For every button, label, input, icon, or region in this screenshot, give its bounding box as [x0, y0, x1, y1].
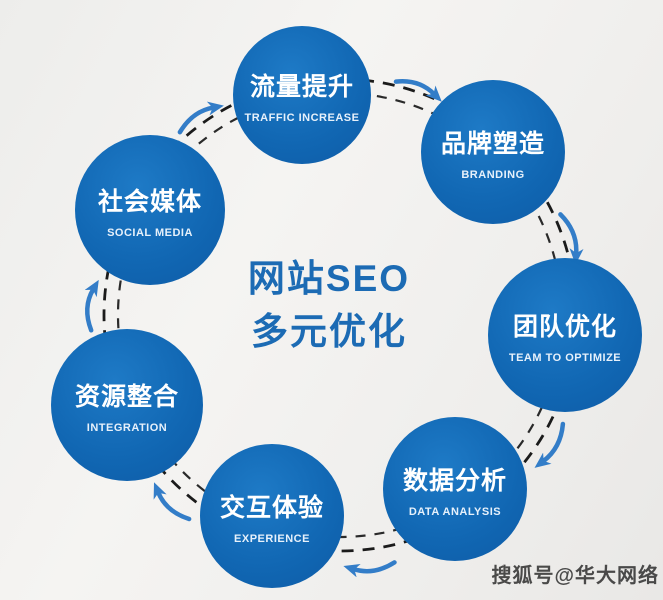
node-title: 流量提升 [249, 72, 354, 101]
center-title-line2: 多元优化 [251, 311, 407, 352]
node-title: 社会媒体 [97, 187, 202, 216]
node-subtitle: BRANDING [461, 168, 525, 181]
node-integration: 资源整合 INTEGRATION [51, 329, 203, 481]
node-traffic-increase: 流量提升 TRAFFIC INCREASE [233, 26, 371, 164]
flow-arrow-team-to-data [534, 421, 566, 468]
flow-arrow-social-to-traffic [177, 101, 224, 135]
node-subtitle: TEAM TO OPTIMIZE [508, 351, 622, 364]
node-title: 数据分析 [402, 466, 507, 495]
flow-arrow-branding-to-team [558, 212, 584, 265]
node-branding: 品牌塑造 BRANDING [421, 80, 565, 224]
flow-arrow-data-to-experience [343, 560, 397, 578]
center-title-line1: 网站SEO [247, 258, 411, 299]
node-title: 资源整合 [74, 382, 179, 411]
node-experience: 交互体验 EXPERIENCE [200, 444, 344, 588]
flow-arrow-traffic-to-branding [393, 78, 442, 102]
watermark-sohu: 搜狐号@华大网络 [491, 565, 659, 587]
node-subtitle: INTEGRATION [86, 421, 168, 434]
node-title: 交互体验 [219, 493, 324, 522]
node-title: 团队优化 [512, 312, 617, 341]
node-subtitle: TRAFFIC INCREASE [244, 111, 360, 124]
node-title: 品牌塑造 [440, 129, 545, 158]
node-team-optimize: 团队优化 TEAM TO OPTIMIZE [488, 258, 642, 412]
node-social-media: 社会媒体 SOCIAL MEDIA [75, 135, 225, 285]
node-subtitle: DATA ANALYSIS [408, 505, 502, 518]
flow-arrow-experience-to-integration [153, 482, 192, 522]
node-subtitle: SOCIAL MEDIA [107, 226, 193, 239]
center-title: 网站SEO 多元优化 [219, 252, 439, 358]
node-subtitle: EXPERIENCE [234, 532, 310, 545]
flow-arrow-integration-to-social [84, 279, 99, 333]
node-data-analysis: 数据分析 DATA ANALYSIS [383, 417, 527, 561]
